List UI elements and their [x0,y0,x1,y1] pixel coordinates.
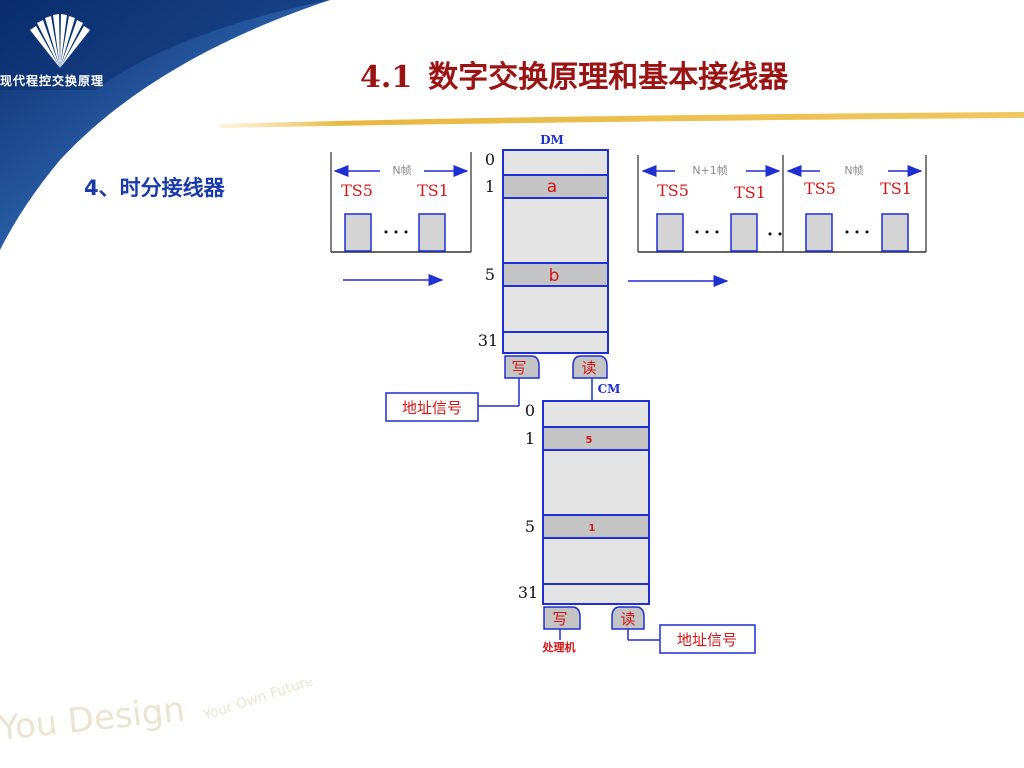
svg-text:You Design: You Design [0,690,187,749]
processor-label: 处理机 [542,640,576,654]
dm-row-1 [502,174,609,199]
cm-row-5 [542,514,650,539]
cm-row-label-0: 0 [525,401,535,420]
dm-write-gate: 写 [504,355,540,379]
dm-label: DM [540,133,564,147]
frame-middle-dots-2: • • [767,228,783,241]
cm-read-label: 读 [620,610,635,628]
frame-left-slot-ts5 [344,213,372,252]
dm-read-gate: 读 [572,355,608,379]
cm-row-label-1: 1 [525,429,535,448]
subtitle: 4、时分接线器 [84,176,225,200]
frame-left-ts1: TS1 [417,181,449,200]
frame-left-ts5: TS5 [341,181,373,200]
frame-middle-ts5: TS5 [657,181,689,200]
dm-cell-a: a [547,177,557,197]
cm-write-gate: 写 [543,606,581,630]
frame-middle-label: N+1帧 [692,163,727,177]
cm-row-label-31: 31 [518,583,538,602]
dm-row-label-31: 31 [478,331,498,350]
title-text: 数字交换原理和基本接线器 [428,60,789,95]
frame-middle-slot-ts1 [730,213,758,252]
logo-icon [30,14,90,68]
frame-middle-ts1: TS1 [734,183,766,202]
cm-label: CM [598,382,621,396]
frame-right-slot-ts5 [805,213,833,252]
watermark-logo: You Design Your Own Future [0,680,315,749]
cm-write-label: 写 [552,610,567,628]
frame-middle-dots: • • • [694,226,720,239]
logo-text: 现代程控交换原理 [0,74,105,88]
address-signal-right-box [659,624,756,654]
cm-row-1 [542,426,650,451]
dm-row-label-5: 5 [485,265,495,284]
corner-decoration [0,0,330,250]
frame-middle-slot-ts5 [656,213,684,252]
svg-text:Your Own Future: Your Own Future [200,680,315,724]
dm-write-label: 写 [511,359,526,377]
cm-read-gate: 读 [611,606,645,630]
address-signal-left-box [385,392,479,422]
frame-right-dots: • • • [844,226,870,239]
cm-row-label-5: 5 [525,517,535,536]
address-signal-right: 地址信号 [677,631,737,649]
frame-right-label: N帧 [844,163,863,177]
frame-left-dots: • • • [383,226,409,239]
section-number: 4.1 [360,60,413,95]
frame-left: N帧 TS5 TS1 • • • [330,152,472,286]
frame-right-ts5: TS5 [804,179,836,198]
cm-cell-5: 1 [589,523,596,534]
frame-right-slot-ts1 [881,213,909,252]
frame-right: N帧 TS5 TS1 • • • [783,155,927,253]
dm-row-label-1: 1 [485,177,495,196]
frame-right-ts1: TS1 [880,179,912,198]
address-signal-left: 地址信号 [402,399,462,417]
frame-left-label: N帧 [392,163,411,177]
dm-cell-b: b [549,266,560,286]
dm-row-5 [502,262,609,287]
slide-title: 4.1 数字交换原理和基本接线器 [360,52,788,96]
title-underline [220,112,1024,128]
cm-cell-1: 5 [586,435,593,446]
frame-left-slot-ts1 [418,213,446,252]
dm-read-label: 读 [581,359,596,377]
data-memory: DM a b 0 1 5 31 [478,133,609,354]
frame-middle: N+1帧 TS5 TS1 • • • • • [628,155,784,287]
dm-row-label-0: 0 [485,150,495,169]
control-memory: 5 1 0 1 5 31 [518,400,650,605]
